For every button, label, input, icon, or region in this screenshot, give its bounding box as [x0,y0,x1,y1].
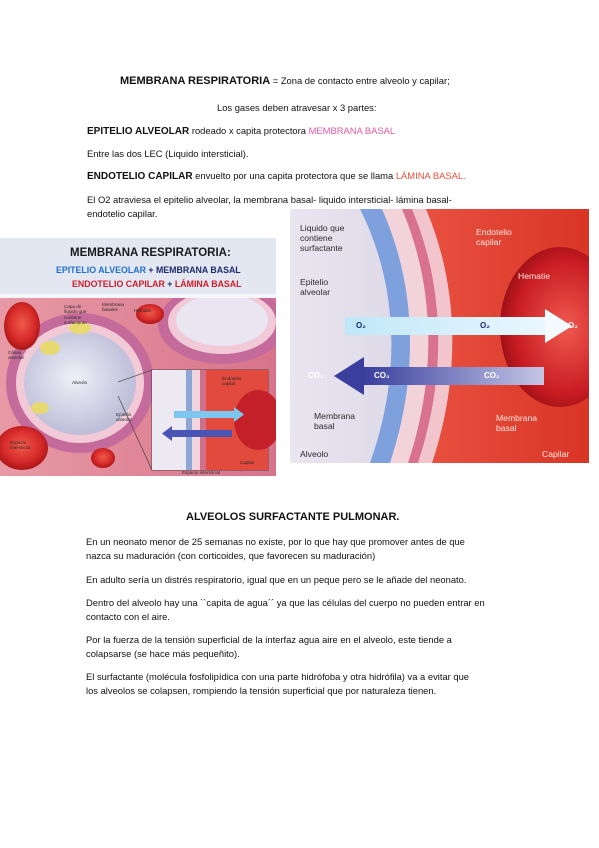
endotelio-bold: ENDOTELIO CAPILAR [87,171,193,182]
paragraph-1-line-1: En un neonato menor de 25 semanas no exi… [86,536,465,547]
membrana-detail-figure: Liquido que contiene surfactante Epiteli… [290,209,589,463]
label-membrana-basal-left: Membrana basal [314,411,356,431]
paragraph-5-line-2: los alveolos se colapsen, rompiendo la t… [86,685,437,696]
label-espacio-intersticial: Espacio intersticial [10,440,31,451]
paragraph-4-line-2: colapsarse (se hace más pequeñito). [86,648,240,659]
membrana-basal-highlight: MEMBRANA BASAL [308,125,396,136]
label-hematie: Hematie [518,271,550,281]
label-co2-1: CO₂ [308,371,324,380]
subtitle: Los gases deben atravesar x 3 partes: [217,102,377,113]
label-alveolo: Alveolo [300,449,329,459]
o2-paragraph-line-2: endotelio capilar. [87,208,158,219]
figure-header-title: MEMBRANA RESPIRATORIA: [70,247,231,259]
figure-header: MEMBRANA RESPIRATORIA: EPITELIO ALVEOLAR… [0,238,276,294]
section-title-surfactante: ALVEOLOS SURFACTANTE PULMONAR. [186,511,400,523]
label-endotelio-capilar-left: Endotelio capilar [222,376,242,387]
o2-paragraph-line-1: El O2 atraviesa el epitelio alveolar, la… [87,194,452,205]
label-endotelio-capilar: Endotelio capilar [476,227,512,247]
label-o2-2: O₂ [480,321,490,330]
paragraph-1-line-2: nazca su maduración (con corticoides, qu… [86,550,376,561]
label-capa-liquido-text: Capa de líquido que contiene surfactante [64,304,87,326]
title-bold: MEMBRANA RESPIRATORIA [120,75,271,87]
paragraph-2-line-1: En adulto sería un distrés respiratorio,… [86,574,467,585]
paragraph-3-line-2: contacto con el aire. [86,611,170,622]
alveolus-illustration [0,298,276,476]
entre-line: Entre las dos LEC (Liquido intersticial)… [87,148,249,159]
paragraph-5-line-1: El surfactante (molécula fosfolipídica c… [86,671,470,682]
epitelio-normal: rodeado x capita protectora [189,125,309,136]
label-alveolo-left: Alveolo [72,380,88,385]
lamina-basal-highlight: LÁMINA BASAL. [395,170,466,181]
paragraph-4-line-1: Por la fuerza de la tensión superficial … [86,634,452,645]
paragraph-3-line-1: Dentro del alveolo hay una ``capita de a… [86,597,485,608]
label-o2-3: O₂ [568,321,578,330]
label-capilar: Capilar [542,449,570,459]
membrana-respiratoria-figure: MEMBRANA RESPIRATORIA: EPITELIO ALVEOLAR… [0,238,276,476]
label-co2-3: CO₂ [484,371,500,380]
endotelio-normal: envuelto por una capita protectora que s… [192,170,396,181]
label-epitelio-alveolar: Epitelio alveolar [300,277,331,297]
label-o2-1: O₂ [356,321,366,330]
label-liquido-surfactante: Liquido que contiene surfactante [300,223,345,253]
figure-header-line-3: ENDOTELIO CAPILAR + LÁMINA BASAL [72,279,242,289]
label-hematie-left: Hematie [134,308,152,313]
label-capilar-left: Capilar [240,460,255,465]
membrana-detail-illustration [290,209,589,463]
label-membrana-basal-right: Membrana basal [496,413,538,433]
label-membrana-basales: Membrana basales [102,302,124,313]
title-rest: = Zona de contacto entre alveolo y capil… [270,75,450,86]
epitelio-bold: EPITELIO ALVEOLAR [87,126,190,137]
endotelio-line: ENDOTELIO CAPILAR envuelto por una capit… [87,169,466,183]
label-epitelio-alveolar-left: Epitelio alveolar [116,412,133,423]
label-co2-2: CO₂ [374,371,390,380]
epitelio-line: EPITELIO ALVEOLAR rodeado x capita prote… [87,124,395,138]
label-celula-alveolar: Célula alveolar [8,350,25,361]
figure-header-line-2: EPITELIO ALVEOLAR + MEMBRANA BASAL [56,265,241,275]
page-title: MEMBRANA RESPIRATORIA = Zona de contacto… [120,74,450,88]
label-espacio-intersticial-2: Espacio intersticial [182,470,221,475]
